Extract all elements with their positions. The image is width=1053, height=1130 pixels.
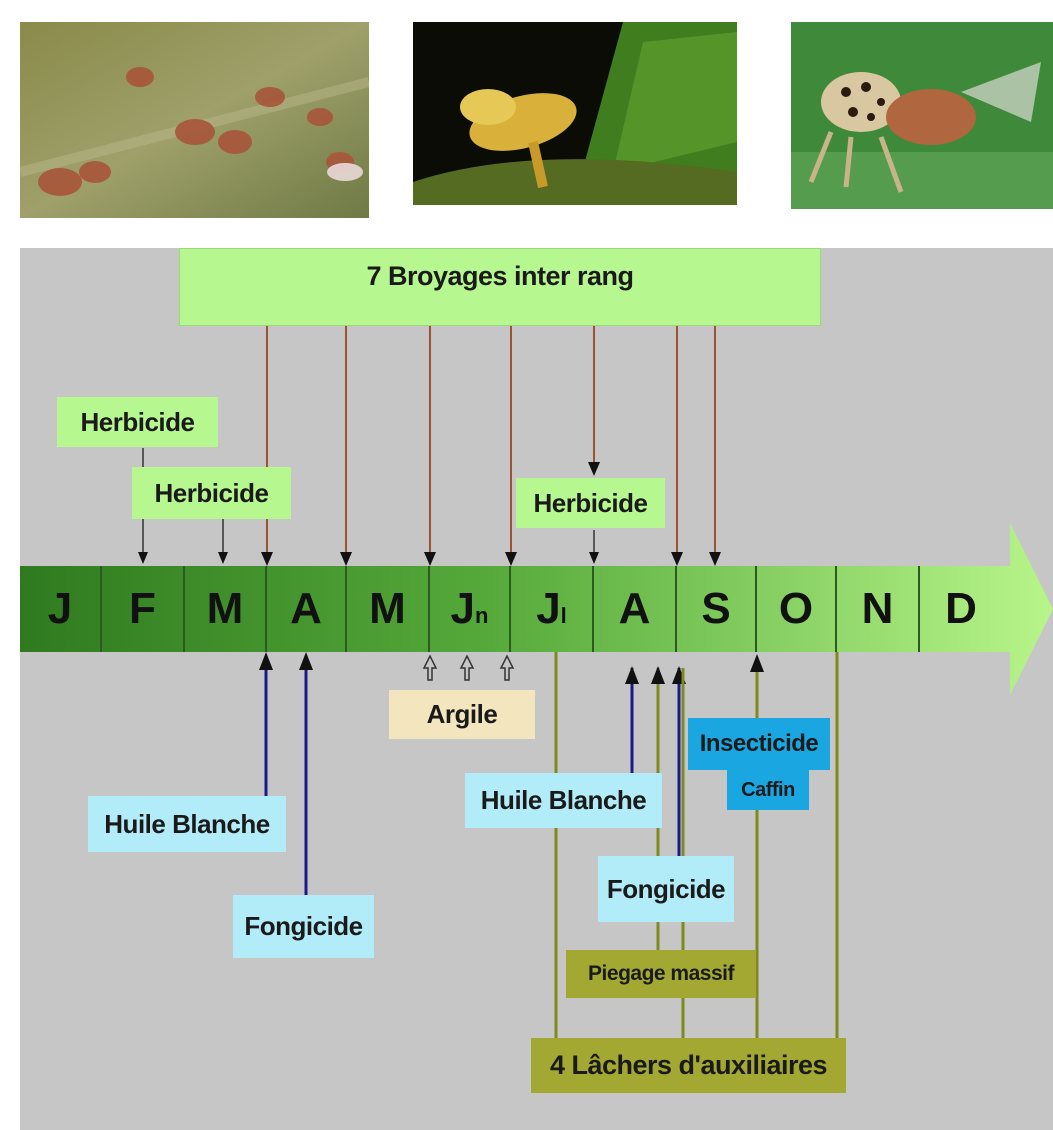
month-feb: F xyxy=(102,566,185,652)
huile-blanche-label-2: Huile Blanche xyxy=(465,773,662,828)
month-may: M xyxy=(347,566,430,652)
argile-label: Argile xyxy=(389,690,535,739)
pest-photo-larva xyxy=(413,22,737,205)
caffin-label: Caffin xyxy=(727,770,809,810)
fongicide-label-1: Fongicide xyxy=(233,895,374,958)
month-dec: D xyxy=(920,566,1002,652)
lachers-auxiliaires-label: 4 Lâchers d'auxiliaires xyxy=(531,1038,846,1093)
month-aug: A xyxy=(594,566,677,652)
herbicide-label-1: Herbicide xyxy=(57,397,218,447)
insecticide-label: Insecticide xyxy=(688,718,830,770)
month-apr: A xyxy=(267,566,347,652)
fongicide-label-2: Fongicide xyxy=(598,856,734,922)
month-jan: J xyxy=(20,566,102,652)
month-oct: O xyxy=(757,566,837,652)
broyage-label: 7 Broyages inter rang xyxy=(179,248,821,326)
piegage-massif-label: Piegage massif xyxy=(566,950,756,998)
pest-photo-fly xyxy=(791,22,1053,209)
herbicide-label-3: Herbicide xyxy=(516,478,665,528)
pest-photo-scale xyxy=(20,22,369,218)
huile-blanche-label-1: Huile Blanche xyxy=(88,796,286,852)
treatment-calendar-panel xyxy=(20,248,1053,1130)
herbicide-label-2: Herbicide xyxy=(132,467,291,519)
month-sep: S xyxy=(677,566,757,652)
month-mar: M xyxy=(185,566,267,652)
month-nov: N xyxy=(837,566,920,652)
